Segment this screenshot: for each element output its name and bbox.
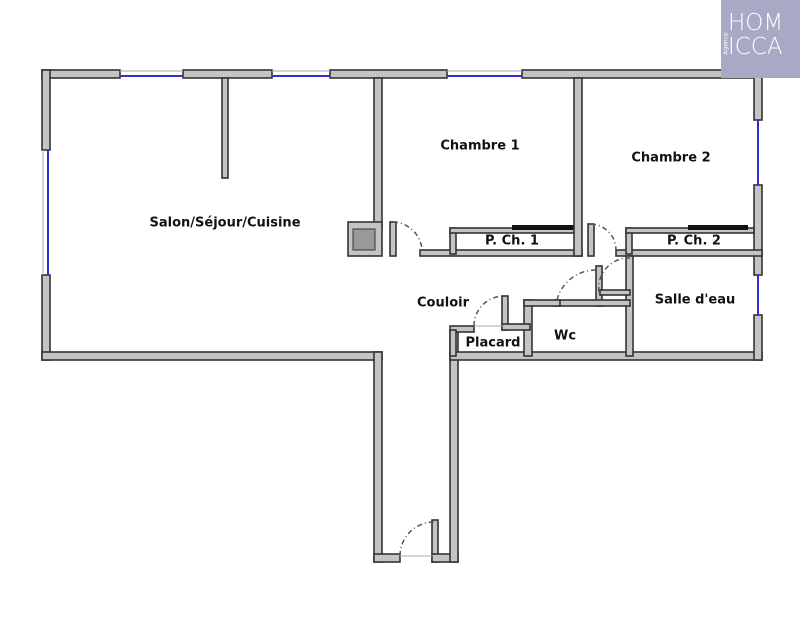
walls xyxy=(41,69,763,563)
room-label-salle-eau: Salle d'eau xyxy=(654,292,736,308)
logo-line-1: HOM xyxy=(728,10,784,36)
room-label-couloir: Couloir xyxy=(417,295,469,311)
room-label-chambre-1: Chambre 1 xyxy=(440,138,520,154)
room-label-placard-ch1: P. Ch. 1 xyxy=(485,233,539,249)
room-label-placard-ch2: P. Ch. 2 xyxy=(667,233,721,249)
windows xyxy=(42,70,759,315)
room-label-salon: Salon/Séjour/Cuisine xyxy=(149,215,301,231)
logo-tagline: Agence xyxy=(722,32,730,55)
room-label-wc: Wc xyxy=(553,328,577,344)
room-label-placard: Placard xyxy=(465,335,521,351)
room-label-chambre-2: Chambre 2 xyxy=(631,150,711,166)
logo-line-2: ICCA xyxy=(728,34,783,60)
agency-logo: HOM ICCA Agence xyxy=(721,0,800,78)
doors xyxy=(392,221,631,557)
